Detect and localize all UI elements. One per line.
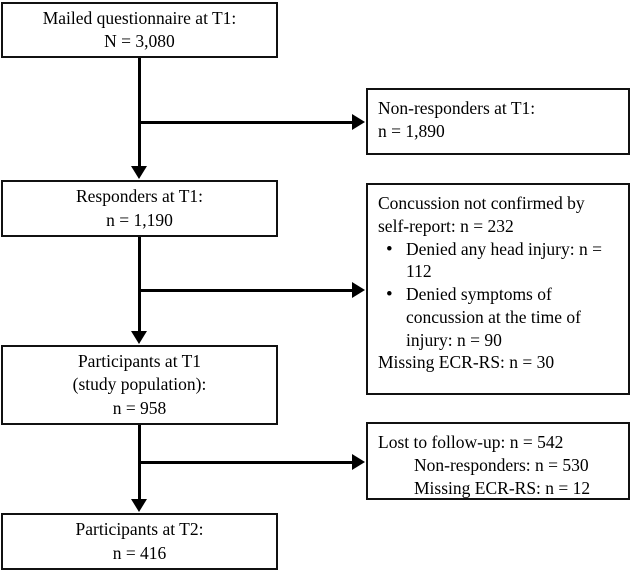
node-lost-to-followup-line3: Missing ECR-RS: n = 12: [414, 477, 591, 498]
node-responders-t1-line2: n = 1,190: [106, 209, 173, 230]
node-participants-t2-line1: Participants at T2:: [75, 519, 204, 540]
node-concussion-not-confirmed: Concussion not confirmed by self-report:…: [366, 183, 630, 395]
node-mailed-questionnaire-line2: N = 3,080: [104, 31, 175, 51]
connector-branch-3: [138, 461, 360, 464]
connector-branch-2: [138, 289, 360, 292]
node-participants-t2: Participants at T2: n = 416: [1, 513, 278, 570]
arrowhead-right-2: [352, 282, 365, 298]
node-lost-to-followup-line1: Lost to follow-up: n = 542: [378, 432, 564, 452]
node-participants-t2-line2: n = 416: [112, 542, 167, 563]
connector-trunk-2: [138, 237, 141, 335]
list-item: Denied symptoms of concussion at the tim…: [378, 283, 620, 351]
node-nonresponders-t1-line1: Non-responders at T1:: [378, 98, 536, 118]
list-item: Denied any head injury: n = 112: [378, 238, 620, 284]
node-concussion-line2: self-report: n = 232: [378, 215, 514, 236]
node-concussion-line1: Concussion not confirmed by: [378, 193, 585, 213]
node-participants-t1-line1: Participants at T1: [77, 351, 202, 372]
arrowhead-right-3: [352, 454, 365, 470]
node-mailed-questionnaire: Mailed questionnaire at T1: N = 3,080: [1, 2, 278, 58]
connector-branch-1: [138, 121, 360, 124]
node-nonresponders-t1: Non-responders at T1: n = 1,890: [366, 88, 630, 155]
node-responders-t1-line1: Responders at T1:: [75, 186, 204, 207]
arrowhead-right-1: [352, 114, 365, 130]
node-responders-t1: Responders at T1: n = 1,190: [1, 180, 278, 237]
node-nonresponders-t1-line2: n = 1,890: [378, 120, 445, 141]
connector-trunk-3: [138, 425, 141, 503]
node-lost-to-followup: Lost to follow-up: n = 542 Non-responder…: [366, 422, 630, 500]
arrowhead-down-3: [131, 499, 147, 512]
node-lost-to-followup-line2: Non-responders: n = 530: [414, 454, 589, 475]
node-concussion-bullet-list: Denied any head injury: n = 112 Denied s…: [378, 238, 620, 352]
node-participants-t1-line3: n = 958: [112, 397, 167, 418]
arrowhead-down-1: [131, 166, 147, 179]
node-concussion-footer: Missing ECR-RS: n = 30: [378, 352, 555, 373]
connector-trunk-1: [138, 58, 141, 170]
node-mailed-questionnaire-line1: Mailed questionnaire at T1:: [42, 7, 237, 28]
arrowhead-down-2: [131, 331, 147, 344]
node-participants-t1: Participants at T1 (study population): n…: [1, 345, 278, 425]
node-participants-t1-line2: (study population):: [72, 374, 207, 395]
